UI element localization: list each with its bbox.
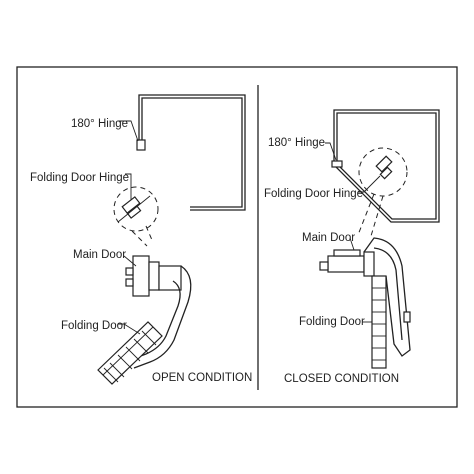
open-hinge-detail-circle: [113, 186, 159, 247]
open-condition-panel: 180° Hinge Folding Door Hinge Main Door …: [30, 94, 252, 385]
closed-hinge-180-label: 180° Hinge: [268, 137, 325, 149]
closed-folding-door-label: Folding Door: [299, 316, 365, 328]
open-condition-caption: OPEN CONDITION: [152, 372, 252, 384]
open-folding-door: [97, 265, 192, 385]
closed-main-door: [319, 249, 375, 277]
closed-folding-door-hinge-label: Folding Door Hinge: [264, 188, 363, 200]
closed-main-door-label: Main Door: [302, 232, 355, 244]
closed-condition-panel: 180° Hinge Folding Door Hinge Main Door …: [264, 109, 440, 385]
closed-folding-door: [363, 237, 411, 369]
open-main-door-label: Main Door: [73, 249, 126, 261]
open-cabinet-outline: [136, 94, 246, 211]
open-hinge-180-label: 180° Hinge: [71, 118, 128, 130]
open-leader-lines: [118, 120, 141, 335]
closed-cabinet-outline: [331, 109, 440, 223]
open-folding-door-hinge-label: Folding Door Hinge: [30, 172, 129, 184]
closed-condition-caption: CLOSED CONDITION: [284, 373, 399, 385]
outer-frame: [16, 66, 458, 408]
closed-hinge-detail-circle: [357, 147, 408, 237]
closed-leader-lines: [325, 142, 381, 323]
open-folding-door-label: Folding Door: [61, 320, 127, 332]
open-main-door: [125, 255, 182, 297]
